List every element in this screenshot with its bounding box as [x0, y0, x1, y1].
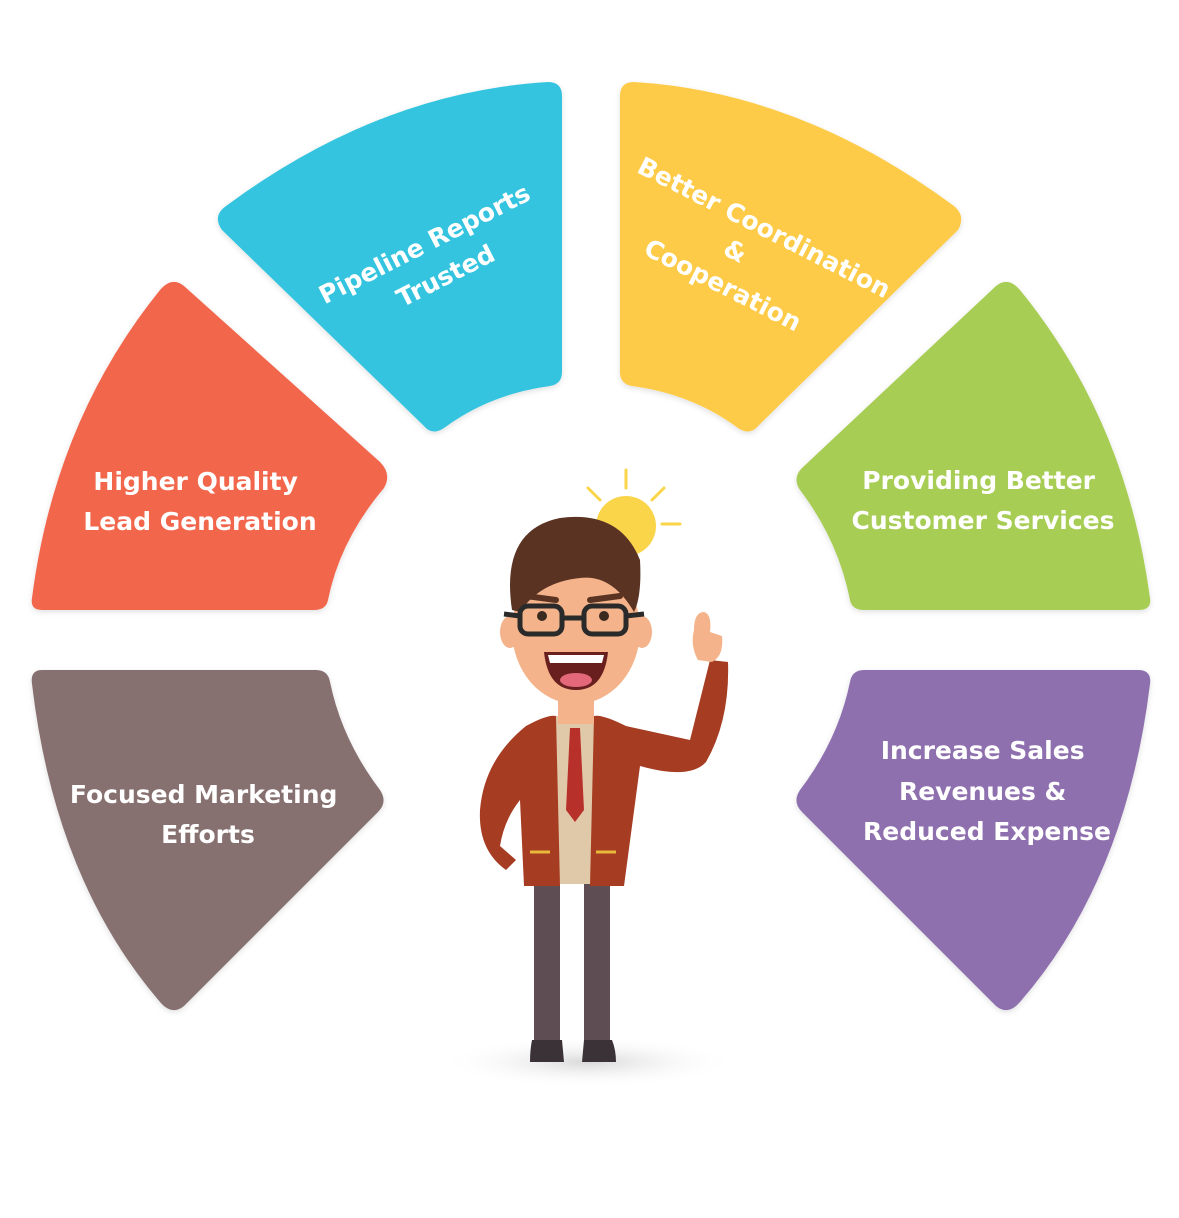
- label-increase-sales: Increase Sales Revenues & Reduced Expens…: [863, 736, 1111, 846]
- left-leg: [534, 884, 560, 1040]
- label-line: Reduced Expense: [863, 817, 1111, 846]
- label-focused-marketing: Focused Marketing Efforts: [70, 780, 346, 849]
- left-shoe: [530, 1040, 564, 1062]
- label-line: Customer Services: [851, 506, 1114, 535]
- segment-higher-quality: [31, 281, 388, 610]
- segment-better-coordination: [620, 82, 962, 432]
- segment-increase-sales: [796, 670, 1151, 1011]
- jacket: [479, 715, 560, 886]
- right-eye: [599, 611, 609, 621]
- label-line: Focused Marketing: [70, 780, 338, 809]
- jacket-right: [590, 660, 729, 886]
- segment-focused-marketing: [31, 670, 384, 1011]
- label-line: Higher Quality: [93, 467, 297, 496]
- left-ear: [500, 616, 520, 648]
- label-line: Providing Better: [862, 466, 1095, 495]
- right-ear: [632, 616, 652, 648]
- label-line: Revenues &: [899, 777, 1066, 806]
- label-higher-quality: Higher Quality Lead Generation: [83, 467, 316, 536]
- label-line: Efforts: [161, 820, 255, 849]
- right-brow: [587, 593, 623, 603]
- businessman-with-idea-icon: [438, 468, 738, 1088]
- label-line: Lead Generation: [83, 507, 316, 536]
- segment-pipeline-reports: [217, 82, 563, 432]
- right-leg: [584, 884, 610, 1040]
- segment-group: [31, 82, 1151, 1011]
- pointing-hand: [692, 612, 723, 662]
- label-customer-services: Providing Better Customer Services: [851, 466, 1114, 535]
- tie-icon: [566, 728, 584, 822]
- hair: [510, 516, 641, 612]
- glasses-icon: [503, 603, 645, 637]
- right-shoe: [582, 1040, 616, 1062]
- segment-customer-services: [796, 281, 1151, 610]
- left-eye: [537, 611, 547, 621]
- head: [512, 556, 640, 704]
- label-line: Increase Sales: [881, 736, 1085, 765]
- left-brow: [523, 593, 559, 603]
